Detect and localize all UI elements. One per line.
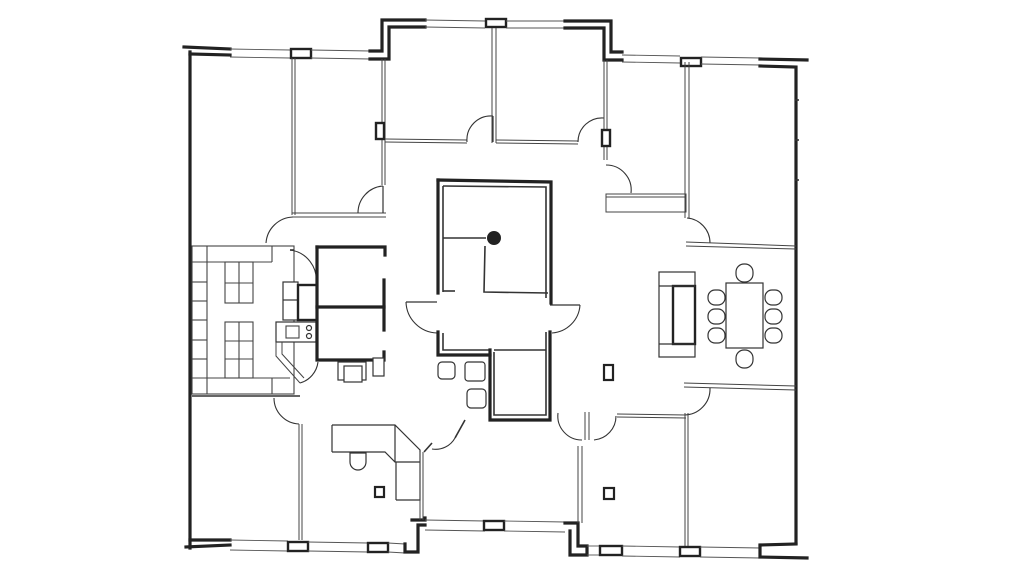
chair	[735, 349, 754, 369]
room-office-se-corner	[683, 382, 797, 546]
outer-walls	[182, 17, 809, 560]
room-office-sw-corner	[192, 395, 303, 540]
riser-dot	[487, 231, 501, 245]
column	[373, 485, 386, 499]
wc-fixture	[437, 361, 456, 380]
room-office-n-left	[384, 115, 494, 144]
room-office-se	[557, 412, 687, 523]
chair	[764, 289, 783, 306]
chair	[707, 327, 726, 344]
wc-fixture	[466, 388, 487, 409]
chair	[707, 289, 726, 306]
kitchen	[275, 249, 319, 384]
room-office-ne-corner	[685, 99, 799, 250]
terrace-west	[191, 245, 295, 395]
room-conference	[658, 263, 783, 369]
restrooms-west	[315, 245, 387, 383]
wc-fixture	[464, 361, 486, 382]
chair	[764, 308, 783, 325]
room-office-nw-corner	[265, 58, 386, 244]
chair	[707, 308, 726, 325]
sofa-seat	[671, 284, 697, 346]
toilet	[349, 452, 367, 471]
chair	[764, 327, 783, 344]
room-office-nw	[357, 59, 386, 214]
room-office-sw	[331, 419, 466, 520]
kitchen-counter	[275, 321, 317, 343]
core-shaft	[405, 178, 581, 334]
room-office-n-right	[491, 28, 612, 160]
column	[602, 486, 616, 501]
elevator-lobby	[436, 330, 552, 422]
room-office-ne	[605, 62, 690, 218]
conference-table	[725, 282, 764, 349]
chair	[735, 263, 754, 283]
column	[602, 363, 615, 382]
